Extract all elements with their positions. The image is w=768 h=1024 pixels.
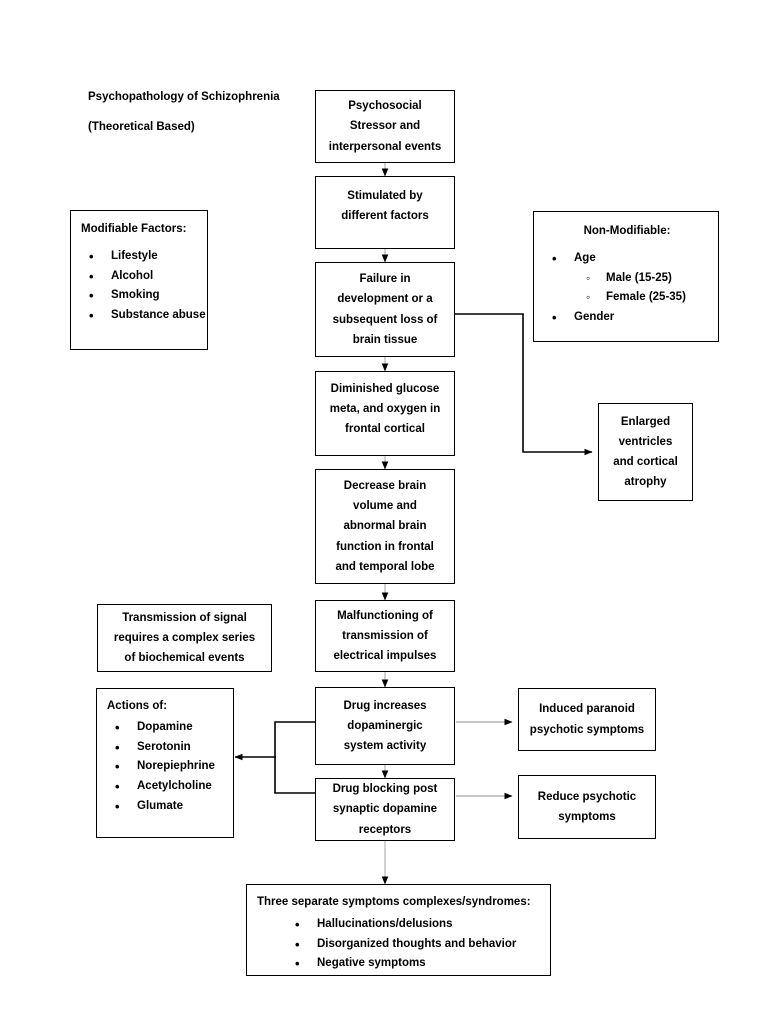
node-line: ventricles xyxy=(618,435,673,448)
node-line: system activity xyxy=(343,740,427,753)
node-line: function in frontal xyxy=(336,540,434,553)
node-failure-in-development[interactable]: Failure in development or a subsequent l… xyxy=(315,262,455,357)
connector-drug-blocking-to-merge xyxy=(274,757,315,794)
modifiable-factors-heading: Modifiable Factors: xyxy=(81,223,187,235)
list-item: Dopamine xyxy=(107,718,225,738)
list-item: Negative symptoms xyxy=(257,954,542,974)
node-line: Drug increases xyxy=(343,699,427,712)
node-transmission-of-signal[interactable]: Transmission of signal requires a comple… xyxy=(97,604,272,672)
non-modifiable-list: Age Male (15-25) Female (25-35) Gender xyxy=(544,249,710,328)
page-title-line2: (Theoretical Based) xyxy=(88,120,195,133)
node-line: Diminished glucose xyxy=(330,383,440,395)
list-item: Lifestyle xyxy=(81,247,199,267)
node-line: interpersonal events xyxy=(328,140,442,153)
list-item: Acetylcholine xyxy=(107,777,225,797)
node-line: different factors xyxy=(341,210,429,223)
list-item: Norepiephrine xyxy=(107,757,225,777)
node-line: Reduce psychotic xyxy=(537,790,637,803)
list-item: Hallucinations/delusions xyxy=(257,915,542,935)
panel-actions-of[interactable]: Actions of: Dopamine Serotonin Norepieph… xyxy=(96,688,234,838)
node-reduce-psychotic-symptoms[interactable]: Reduce psychotic symptoms xyxy=(518,775,656,839)
node-line: and cortical xyxy=(613,456,678,468)
node-line: Enlarged xyxy=(620,415,671,428)
node-malfunctioning-transmission[interactable]: Malfunctioning of transmission of electr… xyxy=(315,600,455,672)
connector-drug-increases-to-merge xyxy=(274,721,315,757)
list-item: Serotonin xyxy=(107,738,225,758)
node-line: development or a xyxy=(337,293,433,306)
node-enlarged-ventricles[interactable]: Enlarged ventricles and cortical atrophy xyxy=(598,403,693,501)
non-modifiable-heading: Non-Modifiable: xyxy=(583,225,671,237)
node-induced-paranoid-symptoms[interactable]: Induced paranoid psychotic symptoms xyxy=(518,688,656,751)
node-line: subsequent loss of xyxy=(332,313,438,326)
node-drug-increases-dopaminergic[interactable]: Drug increases dopaminergic system activ… xyxy=(315,687,455,765)
node-line: electrical impulses xyxy=(333,650,437,663)
list-item-sub: Female (25-35) xyxy=(544,288,710,307)
panel-symptom-complexes[interactable]: Three separate symptoms complexes/syndro… xyxy=(246,884,551,976)
list-item: Alcohol xyxy=(81,267,199,287)
list-item: Age xyxy=(544,249,710,269)
node-line: Drug blocking post xyxy=(332,783,438,796)
page-title-line1: Psychopathology of Schizophrenia xyxy=(88,91,280,103)
list-item: Disorganized thoughts and behavior xyxy=(257,935,542,955)
node-line: Malfunctioning of xyxy=(337,609,433,622)
actions-of-heading: Actions of: xyxy=(107,700,168,712)
page-title: Psychopathology of Schizophrenia (Theore… xyxy=(88,91,280,133)
panel-modifiable-factors[interactable]: Modifiable Factors: Lifestyle Alcohol Sm… xyxy=(70,210,208,350)
node-line: Failure in xyxy=(359,273,411,286)
node-line: frontal cortical xyxy=(345,423,425,436)
node-line: requires a complex series xyxy=(113,631,256,644)
list-item: Smoking xyxy=(81,286,199,306)
node-line: abnormal brain xyxy=(343,520,427,533)
node-line: synaptic dopamine xyxy=(332,803,438,816)
node-line: volume and xyxy=(353,500,417,513)
actions-of-list: Dopamine Serotonin Norepiephrine Acetylc… xyxy=(107,718,225,817)
node-diminished-glucose[interactable]: Diminished glucose meta, and oxygen in f… xyxy=(315,371,455,456)
node-line: meta, and oxygen in xyxy=(329,403,441,416)
node-line: dopaminergic xyxy=(347,719,423,732)
node-drug-blocking-receptors[interactable]: Drug blocking post synaptic dopamine rec… xyxy=(315,778,455,841)
node-line: atrophy xyxy=(624,476,667,489)
node-line: transmission of xyxy=(342,629,428,642)
node-decrease-brain-volume[interactable]: Decrease brain volume and abnormal brain… xyxy=(315,469,455,584)
node-line: Stimulated by xyxy=(347,190,423,202)
node-line: Psychosocial xyxy=(348,100,422,113)
node-line: brain tissue xyxy=(352,333,418,346)
node-line: and temporal lobe xyxy=(335,560,435,573)
symptom-complexes-list: Hallucinations/delusions Disorganized th… xyxy=(257,915,542,975)
node-line: of biochemical events xyxy=(124,652,245,665)
panel-non-modifiable[interactable]: Non-Modifiable: Age Male (15-25) Female … xyxy=(533,211,719,342)
node-line: Decrease brain xyxy=(343,480,427,493)
list-item: Gender xyxy=(544,308,710,328)
list-item: Substance abuse xyxy=(81,306,206,326)
list-item: Glumate xyxy=(107,797,225,817)
node-line: Stressor and xyxy=(349,120,421,133)
node-psychosocial-stressor[interactable]: Psychosocial Stressor and interpersonal … xyxy=(315,90,455,163)
modifiable-factors-list: Lifestyle Alcohol Smoking Substance abus… xyxy=(81,247,206,326)
node-line: symptoms xyxy=(558,811,616,823)
node-line: Induced paranoid xyxy=(539,703,635,716)
node-line: psychotic symptoms xyxy=(529,723,645,736)
node-line: Transmission of signal xyxy=(122,611,247,624)
node-stimulated-by-different-factors[interactable]: Stimulated by different factors xyxy=(315,176,455,249)
node-line: receptors xyxy=(358,823,412,836)
list-item-sub: Male (15-25) xyxy=(544,269,710,288)
symptom-complexes-heading: Three separate symptoms complexes/syndro… xyxy=(257,896,531,908)
